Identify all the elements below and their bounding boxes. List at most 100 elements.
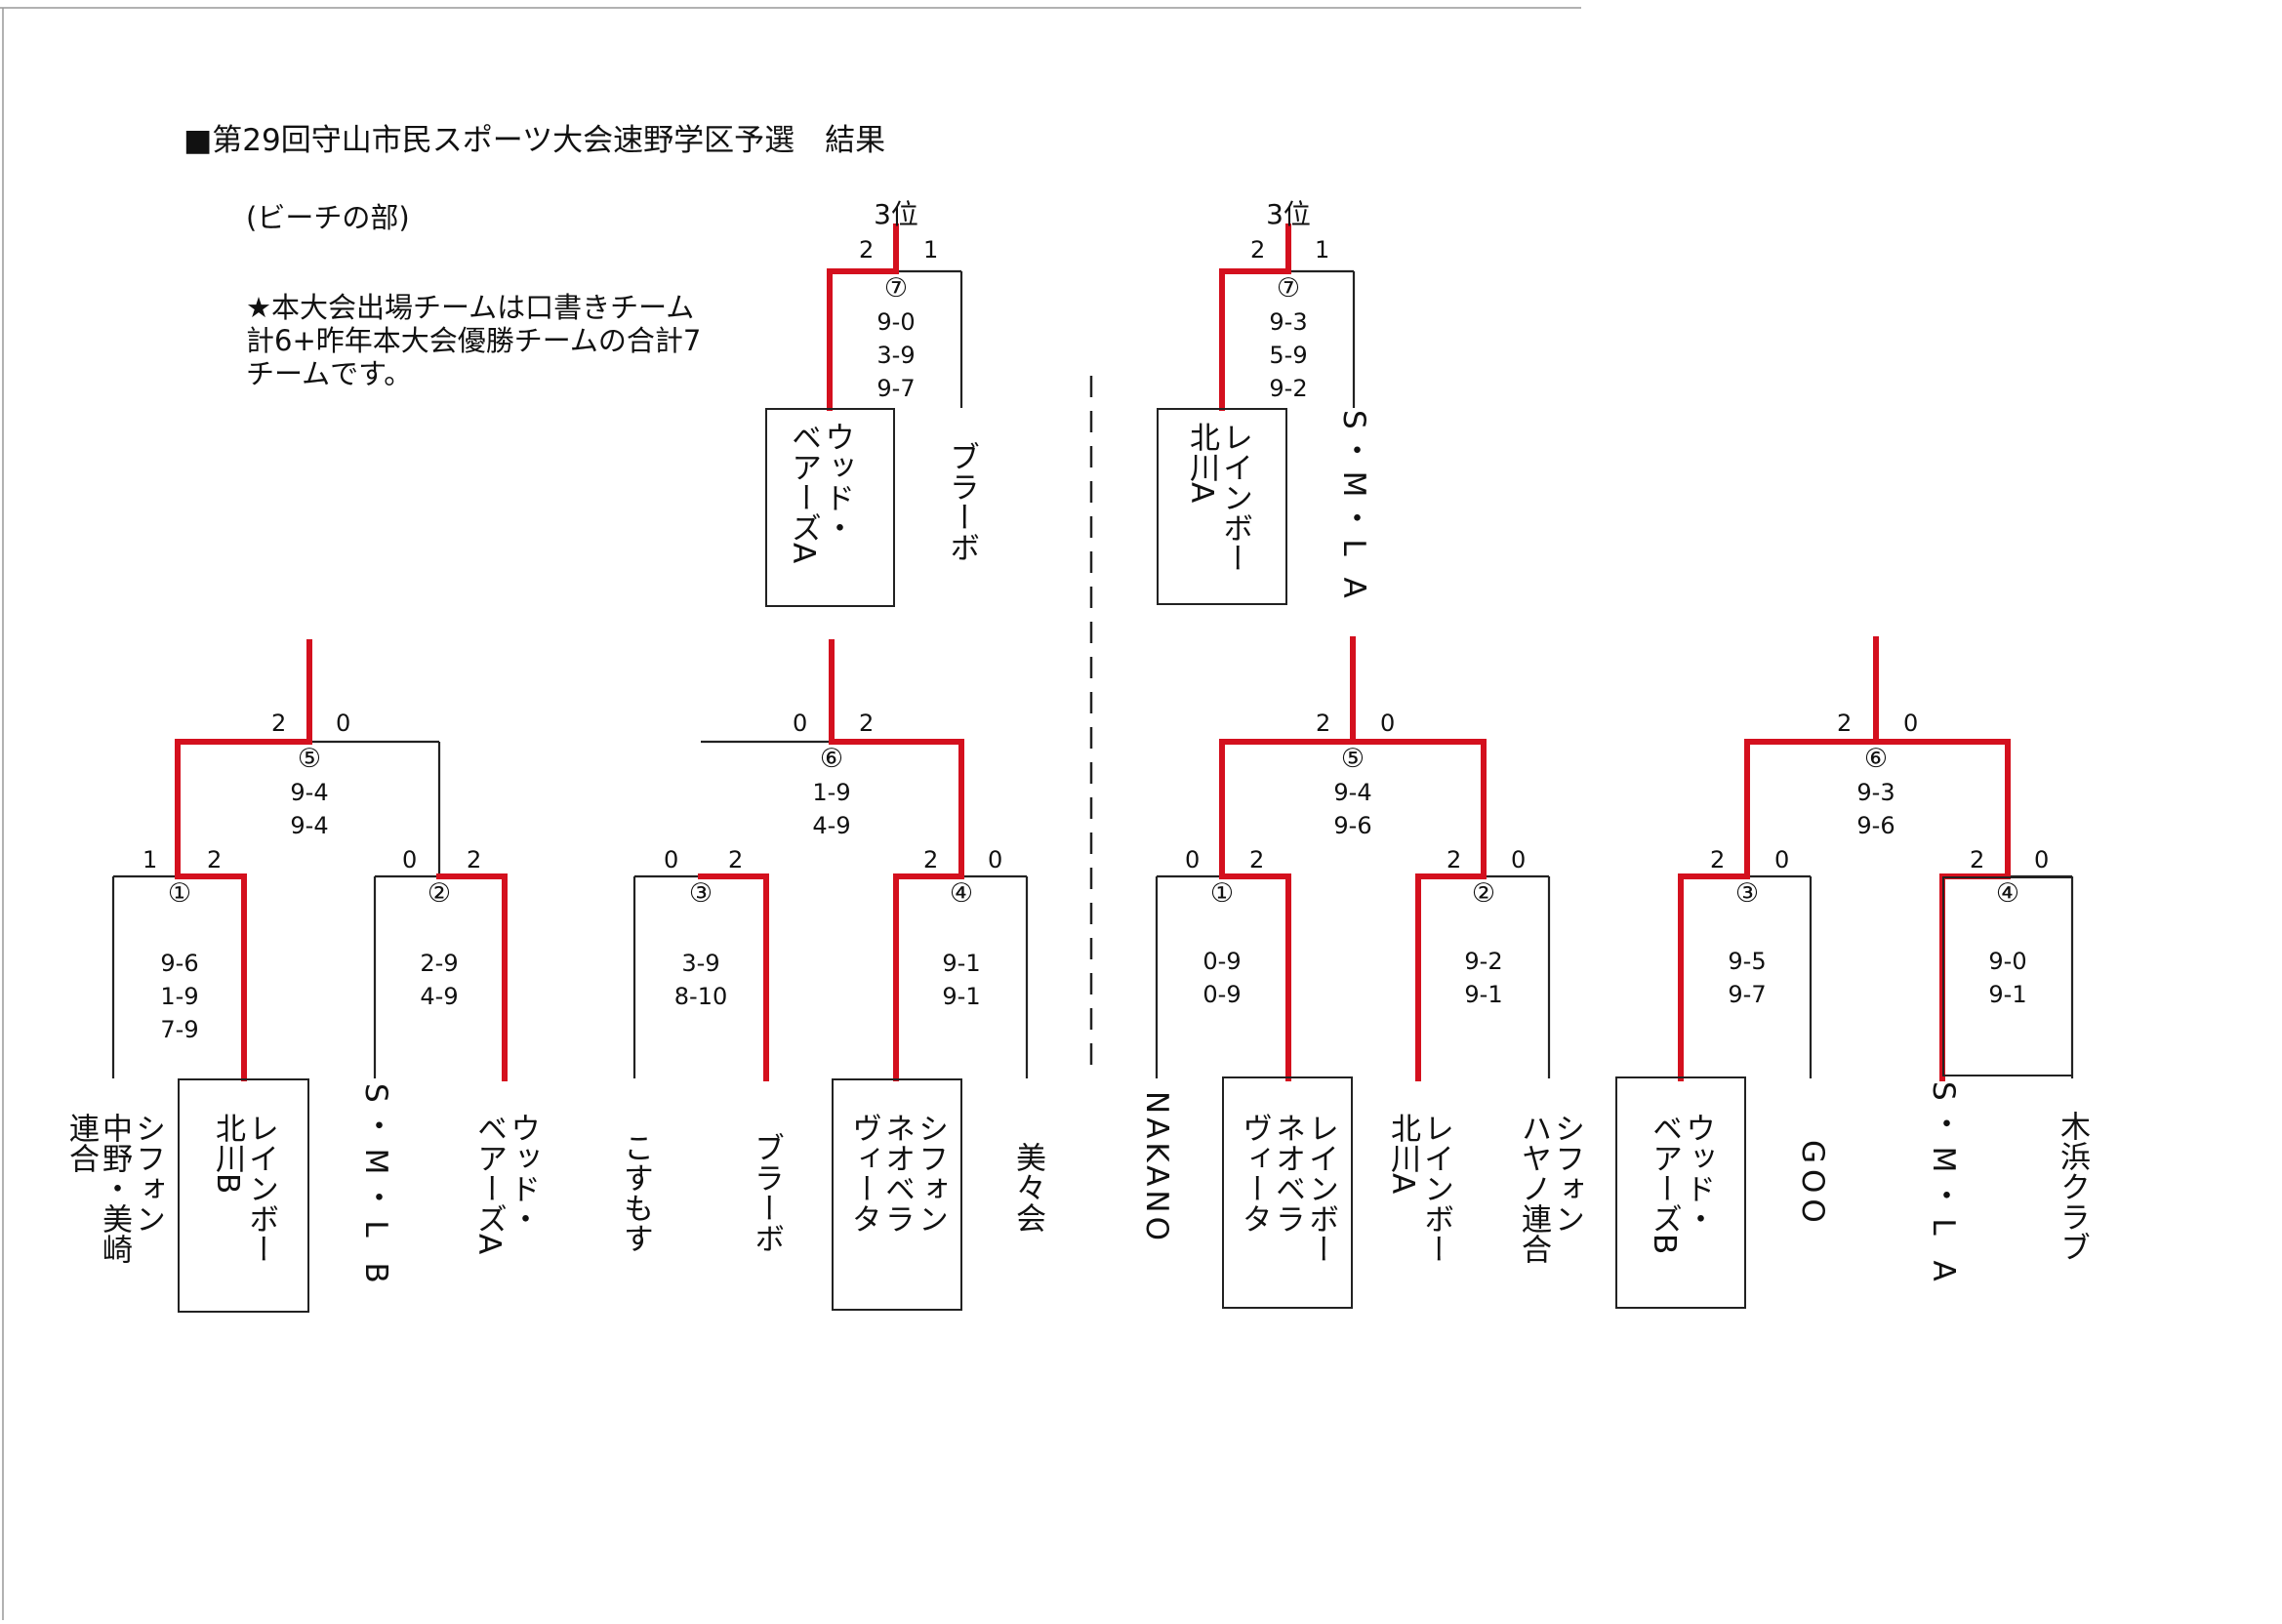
team-right-7: S・M・L A: [1926, 1081, 1961, 1289]
score-line: 9-3: [1856, 779, 1895, 806]
sets-left: 0: [402, 846, 418, 873]
team-right-1: NAKANO: [1139, 1091, 1174, 1244]
team-name-line: 中野・美崎: [97, 1113, 132, 1264]
qualified-team-box: [1222, 1076, 1353, 1309]
sets-left: 0: [793, 710, 808, 737]
score-line: 0-9: [1202, 981, 1242, 1008]
sets-right: 2: [728, 846, 744, 873]
score-line: 9-4: [1333, 779, 1372, 806]
right-bracket-red: [1219, 223, 2011, 1081]
sets-right: 0: [988, 846, 1003, 873]
sets-right: 2: [859, 710, 875, 737]
score-line: 1-9: [812, 779, 851, 806]
team-left-5: こすもす: [618, 1132, 653, 1253]
team-name-third-right-a: レインボー 北川A: [1184, 422, 1252, 573]
team-name-line: レインボー: [1303, 1113, 1338, 1264]
team-right-4: シフォン ハヤノ連合: [1516, 1113, 1584, 1264]
match-number-1-right: ①: [1209, 878, 1235, 909]
match-number-4-left: ④: [949, 878, 974, 909]
sets-left: 2: [859, 236, 875, 264]
match-number-4-right: ④: [1995, 878, 2020, 909]
team-name-line: ネオベラ: [1270, 1113, 1305, 1234]
team-right-8: 木浜クラブ: [2055, 1111, 2090, 1262]
score-line: 9-5: [1728, 948, 1767, 975]
team-name-line: シフォン: [1549, 1113, 1584, 1234]
score-line: 1-9: [160, 983, 199, 1010]
match-scores-2-right: 9-2 9-1: [1464, 945, 1502, 1011]
score-line: 2-9: [420, 950, 459, 977]
sets-right: 1: [1315, 236, 1330, 264]
match-scores-4-left: 9-1 9-1: [942, 947, 980, 1013]
qualified-team-box: [1942, 876, 2073, 1076]
team-name-line: レインボー: [1418, 1113, 1453, 1264]
score-line: 9-6: [1333, 812, 1372, 839]
match-scores-7-left: 9-0 3-9 9-7: [876, 305, 915, 405]
qualified-team-box: [1615, 1076, 1746, 1309]
team-left-2: レインボー 北川B: [210, 1113, 278, 1264]
team-name-line: ウッド・: [505, 1113, 540, 1234]
score-line: 9-6: [160, 950, 199, 977]
match-number-6-left: ⑥: [819, 744, 844, 774]
sets-right: 0: [1380, 710, 1396, 737]
team-left-7: シフォン ネオベラ ヴィータ: [846, 1113, 948, 1234]
division-label: (ビーチの部): [246, 201, 410, 234]
team-name-line: レインボー: [243, 1113, 278, 1264]
qualified-team-box: [832, 1078, 962, 1311]
left-bracket-red: [175, 223, 964, 1081]
team-name-line: 北川A: [1184, 422, 1219, 504]
score-line: 9-1: [1988, 981, 2027, 1008]
match-scores-3-left: 3-9 8-10: [674, 947, 727, 1013]
score-line: 0-9: [1202, 948, 1242, 975]
match-number-7-left: ⑦: [883, 273, 909, 304]
match-scores-5-left: 9-4 9-4: [290, 776, 328, 842]
team-name-line: ヴィータ: [1237, 1113, 1272, 1234]
match-number-3-left: ③: [688, 878, 713, 909]
match-scores-4-right: 9-0 9-1: [1988, 945, 2026, 1011]
match-number-2-right: ②: [1471, 878, 1496, 909]
sets-right: 0: [1903, 710, 1919, 737]
team-name-line: ベアーズA: [471, 1113, 507, 1255]
team-name-line: ネオベラ: [879, 1113, 915, 1234]
sets-left: 2: [1837, 710, 1853, 737]
team-name-third-left-b: ブラーボ: [944, 441, 979, 562]
sets-right: 0: [1774, 846, 1790, 873]
team-right-6: GOO: [1795, 1140, 1830, 1229]
score-line: 9-4: [290, 812, 329, 839]
score-line: 9-1: [942, 950, 981, 977]
left-bracket-black: [111, 269, 1029, 1078]
score-line: 8-10: [673, 983, 728, 1010]
match-number-6-right: ⑥: [1863, 744, 1889, 774]
match-scores-3-right: 9-5 9-7: [1728, 945, 1766, 1011]
sets-left: 2: [1316, 710, 1331, 737]
sets-left: 2: [1250, 236, 1266, 264]
score-line: 3-9: [876, 342, 916, 369]
score-line: 9-1: [942, 983, 981, 1010]
score-line: 4-9: [812, 812, 851, 839]
match-scores-7-right: 9-3 5-9 9-2: [1269, 305, 1307, 405]
match-scores-5-right: 9-4 9-6: [1333, 776, 1371, 842]
match-scores-6-left: 1-9 4-9: [812, 776, 850, 842]
team-name-line: ウッド・: [1680, 1113, 1715, 1234]
score-line: 9-2: [1464, 948, 1503, 975]
match-scores-1-right: 0-9 0-9: [1202, 945, 1241, 1011]
team-name-line: ベアーズA: [786, 422, 821, 564]
sets-right: 2: [1249, 846, 1265, 873]
match-scores-6-right: 9-3 9-6: [1856, 776, 1895, 842]
team-name-line: ウッド・: [819, 422, 854, 543]
team-left-3: S・M・L B: [358, 1083, 393, 1291]
sets-left: 2: [271, 710, 287, 737]
team-right-3: レインボー 北川A: [1385, 1113, 1453, 1264]
score-line: 9-7: [1728, 981, 1767, 1008]
qualified-team-box: [765, 408, 895, 607]
match-number-7-right: ⑦: [1276, 273, 1301, 304]
match-number-3-right: ③: [1734, 878, 1760, 909]
team-left-6: ブラーボ: [749, 1132, 784, 1253]
sets-right: 0: [2034, 846, 2050, 873]
team-left-4: ウッド・ ベアーズA: [471, 1113, 540, 1255]
score-line: 9-1: [1464, 981, 1503, 1008]
team-right-2: レインボー ネオベラ ヴィータ: [1237, 1113, 1338, 1264]
score-line: 9-0: [876, 308, 916, 336]
sets-right: 0: [1511, 846, 1527, 873]
team-name-line: ハヤノ連合: [1516, 1113, 1551, 1264]
